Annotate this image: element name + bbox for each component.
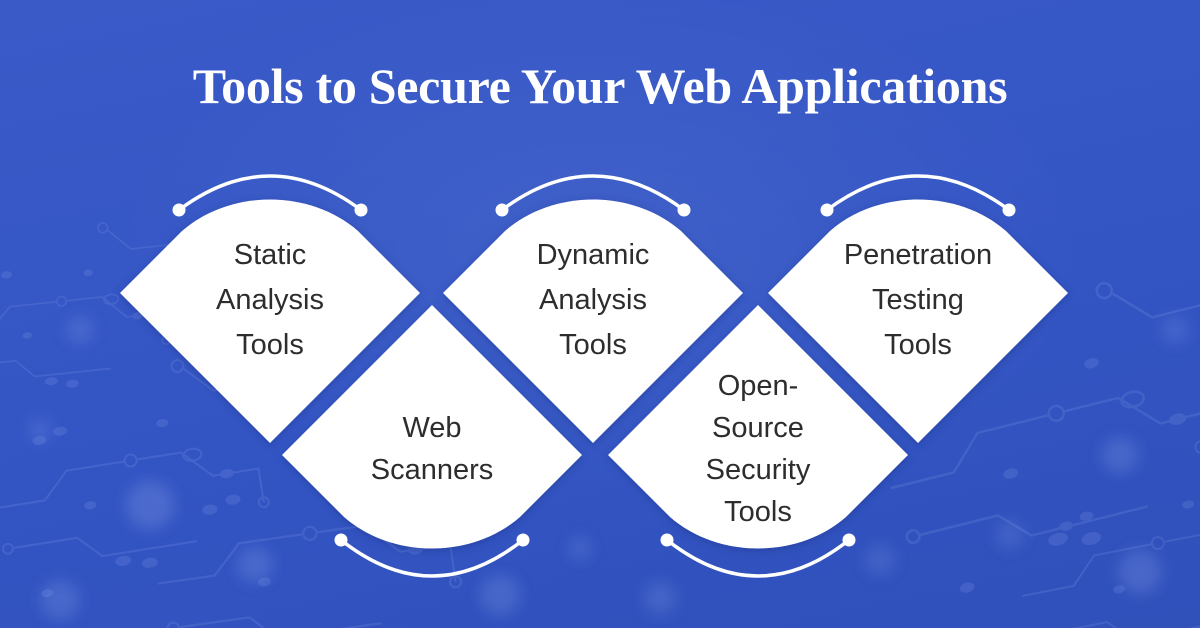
card-label-text: Static Analysis Tools [216,238,324,361]
card-label-text: Penetration Testing Tools [843,238,993,361]
card-label-text: Web Scanners [370,412,494,486]
bokeh-dots [28,316,1189,620]
card-open-source-security-tools: Open- Source Security Tools [593,290,923,620]
diamond-shape [282,305,582,549]
card-label-text: Dynamic Analysis Tools [536,238,650,361]
arc-endpoint-dot-icon [660,533,674,547]
card-label-text: Open- Source Security Tools [705,370,811,528]
arc-connector-icon [177,174,363,212]
arc-endpoint-dot-icon [172,203,186,217]
arc-endpoint-dot-icon [677,203,691,217]
arc-endpoint-dot-icon [354,203,368,217]
arc-endpoint-dot-icon [820,203,834,217]
arc-connector-icon [500,174,686,212]
card-dynamic-analysis-tools: Dynamic Analysis Tools [428,128,758,458]
card-label: Web Scanners [267,290,597,620]
arc-connector-icon [825,174,1011,212]
card-static-analysis-tools: Static Analysis Tools [105,128,435,458]
arc-endpoint-dot-icon [516,533,530,547]
arc-endpoint-dot-icon [1002,203,1016,217]
page-title: Tools to Secure Your Web Applications [192,58,1008,114]
arc-connector-icon [665,538,851,578]
diamond-shape [443,199,743,443]
card-label: Penetration Testing Tools [753,128,1083,458]
diamond-shape [608,305,908,549]
card-label: Dynamic Analysis Tools [428,128,758,458]
diamond-shape [120,199,420,443]
diamond-shape [768,199,1068,443]
card-penetration-testing-tools: Penetration Testing Tools [753,128,1083,458]
card-label: Static Analysis Tools [105,128,435,458]
arc-endpoint-dot-icon [334,533,348,547]
card-label: Open- Source Security Tools [593,290,923,620]
arc-connector-icon [339,538,525,578]
card-web-scanners: Web Scanners [267,290,597,620]
arc-endpoint-dot-icon [842,533,856,547]
arc-endpoint-dot-icon [495,203,509,217]
